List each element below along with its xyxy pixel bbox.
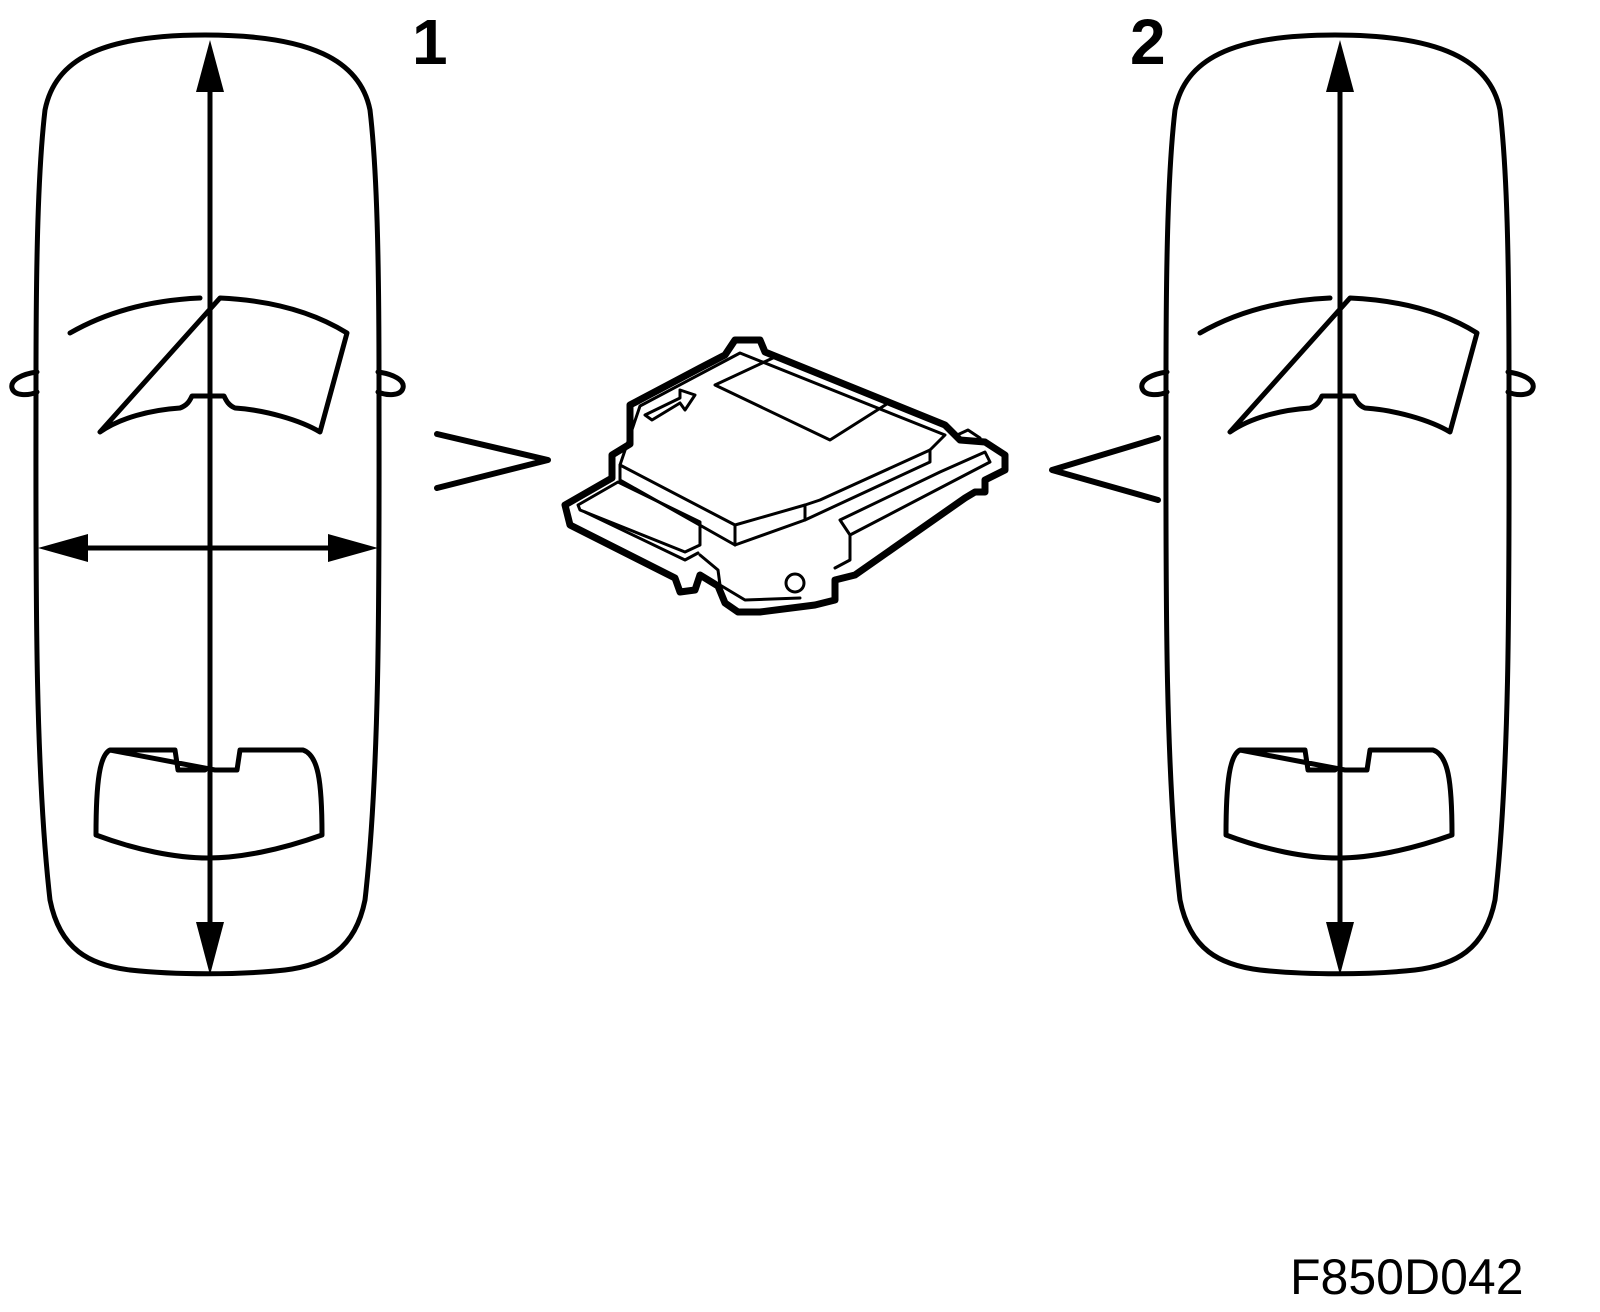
view-label-2: 2 [1130, 6, 1166, 78]
chevron-pointer-left [434, 431, 551, 491]
longitudinal-arrow-left [196, 40, 224, 975]
lateral-arrow-left [38, 534, 378, 562]
figure-code: F850D042 [1290, 1249, 1524, 1305]
control-module [561, 336, 1009, 616]
longitudinal-arrow-right [1326, 40, 1354, 975]
view-label-1: 1 [412, 6, 448, 78]
chevron-pointer-right [1049, 435, 1161, 503]
